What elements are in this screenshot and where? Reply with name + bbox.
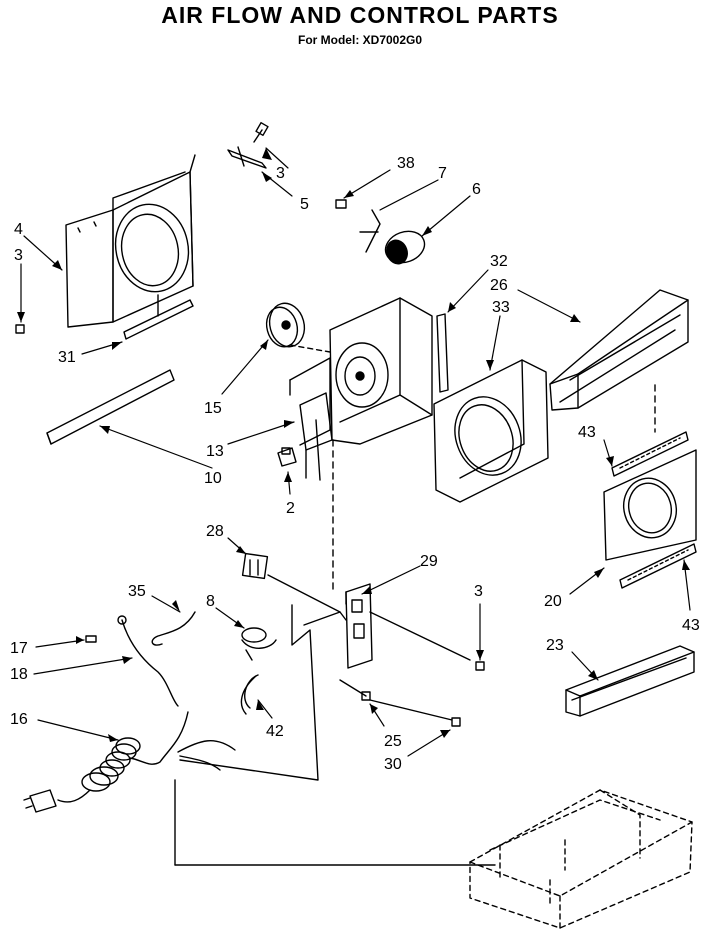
callout-43: 43	[578, 424, 596, 441]
callout-32: 32	[490, 253, 508, 270]
callout-29: 29	[420, 553, 438, 570]
part-23-tray	[565, 645, 695, 717]
callout-33: 33	[492, 299, 510, 316]
callout-25: 25	[384, 733, 402, 750]
part-10-strip	[46, 369, 175, 445]
callout-43: 43	[682, 617, 700, 634]
callout-18: 18	[10, 666, 28, 683]
callout-10: 10	[204, 470, 222, 487]
callout-3: 3	[276, 165, 285, 182]
callout-6: 6	[472, 181, 481, 198]
part-5-bracket	[227, 121, 269, 169]
part-33-orifice	[433, 359, 549, 503]
callout-8: 8	[206, 593, 215, 610]
callout-38: 38	[397, 155, 415, 172]
part-28-switch	[241, 552, 341, 613]
callout-13: 13	[206, 443, 224, 460]
model-subtitle: For Model: XD7002G0	[297, 33, 423, 47]
leader-lines	[20, 147, 691, 757]
callout-15: 15	[204, 400, 222, 417]
part-chassis-bulkhead	[289, 297, 433, 446]
screws-right	[15, 324, 485, 727]
part-4-shroud	[65, 154, 196, 328]
callout-2: 2	[286, 500, 295, 517]
part-42-tube	[240, 675, 257, 715]
callout-26: 26	[490, 277, 508, 294]
part-29-control-bracket	[345, 583, 471, 669]
callout-5: 5	[300, 196, 309, 213]
part-35-wire	[151, 611, 196, 646]
wire-harness	[179, 604, 319, 781]
callout-16: 16	[10, 711, 28, 728]
page-title: AIR FLOW AND CONTROL PARTS	[161, 2, 559, 28]
callout-20: 20	[544, 593, 562, 610]
part-15-fan	[265, 302, 306, 348]
part-43-gasket-bottom	[619, 543, 697, 589]
callout-7: 7	[438, 165, 447, 182]
part-32-bar	[436, 313, 449, 393]
part-16-power-cord	[23, 615, 236, 813]
callout-35: 35	[128, 583, 146, 600]
callout-31: 31	[58, 349, 76, 366]
base-pan-dashed	[469, 789, 693, 929]
part-6-capacitor	[335, 199, 426, 265]
callout-23: 23	[546, 637, 564, 654]
part-8-thermostat	[241, 627, 277, 709]
callout-labels: 3 5 38 7 6 4 3 32 26 33 31 15 13 43 10 2…	[10, 155, 700, 773]
callout-3: 3	[14, 247, 23, 264]
callout-28: 28	[206, 523, 224, 540]
part-31-strip	[123, 294, 194, 340]
part-20-panel	[603, 449, 697, 561]
part-13-bracket	[299, 392, 333, 481]
arrowheads	[17, 148, 690, 742]
part-2-clip	[277, 447, 297, 467]
callout-17: 17	[10, 640, 28, 657]
part-43-gasket-top	[611, 431, 689, 477]
callout-4: 4	[14, 221, 23, 238]
callout-3: 3	[474, 583, 483, 600]
part-26-duct	[549, 289, 689, 411]
callout-30: 30	[384, 756, 402, 773]
callout-42: 42	[266, 723, 284, 740]
